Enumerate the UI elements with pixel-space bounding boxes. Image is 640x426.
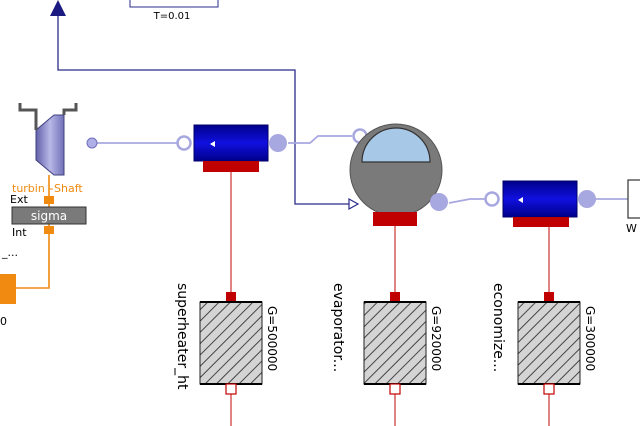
heat-exchanger-superheater[interactable]: superheater_ht G=500000 [174, 283, 279, 395]
wall-block[interactable]: W [626, 179, 640, 235]
turbine-outlet-port[interactable] [86, 137, 98, 149]
signal-input-arrow-icon [348, 197, 360, 211]
drum-water-icon [361, 127, 431, 163]
ext-label: Ext [10, 193, 28, 206]
fluid-line-superheater-drum[interactable] [288, 135, 352, 144]
turbine-label: turbin [12, 182, 45, 195]
heat-exchanger-param: G=300000 [583, 306, 597, 371]
heat-exchanger-name: superheater_ht [174, 283, 190, 390]
left-connector-icon [0, 274, 16, 304]
int-label: Int [12, 226, 27, 239]
sigma-sensor[interactable]: Ext sigma Int _... [1, 175, 87, 259]
economizer-heat-port[interactable] [513, 217, 569, 227]
flow-arrow-icon [210, 141, 215, 147]
flow-arrow-icon [518, 197, 523, 203]
turbine[interactable]: turbin Shaft [12, 103, 98, 195]
heat-exchanger-name: economize... [490, 283, 506, 372]
superheater-outlet-port[interactable] [269, 134, 287, 152]
left-zero-label: 0 [0, 315, 7, 328]
turbine-outlet-icon [62, 103, 78, 115]
heat-exchanger-evaporator[interactable]: evaporator... G=920000 [330, 283, 443, 395]
orange-connection[interactable]: 0 [0, 234, 50, 328]
heat-exchanger-param: G=500000 [265, 306, 279, 371]
heat-exchanger-economizer[interactable]: economize... G=300000 [490, 283, 597, 395]
drum-outlet-port[interactable] [430, 193, 448, 211]
timer-block[interactable]: T=0.01 [129, 0, 219, 22]
superheater-pipe[interactable] [176, 124, 288, 172]
heat-exchanger-param: G=920000 [429, 306, 443, 371]
turbine-inlet-icon [18, 103, 38, 130]
heat-exchanger-name: evaporator... [330, 283, 346, 372]
drum-heat-port[interactable] [373, 212, 417, 226]
fluid-line-drum-economizer[interactable] [448, 198, 486, 204]
wall-label: W [626, 222, 637, 235]
economizer-inlet-port[interactable] [484, 191, 500, 207]
economizer-pipe[interactable] [484, 180, 597, 227]
superheater-heat-port[interactable] [203, 161, 259, 172]
left-cut-label: _... [1, 246, 18, 259]
sigma-box[interactable] [11, 206, 87, 225]
timer-param-label: T=0.01 [153, 11, 191, 22]
superheater-inlet-port[interactable] [176, 135, 192, 151]
evaporator-drum[interactable] [349, 123, 448, 226]
turbine-body-icon [35, 114, 65, 176]
signal-arrow-up-icon [50, 0, 66, 16]
signal-line[interactable] [50, 0, 360, 211]
sigma-label: sigma [31, 209, 67, 223]
shaft-label: Shaft [54, 182, 83, 195]
economizer-outlet-port[interactable] [578, 190, 596, 208]
